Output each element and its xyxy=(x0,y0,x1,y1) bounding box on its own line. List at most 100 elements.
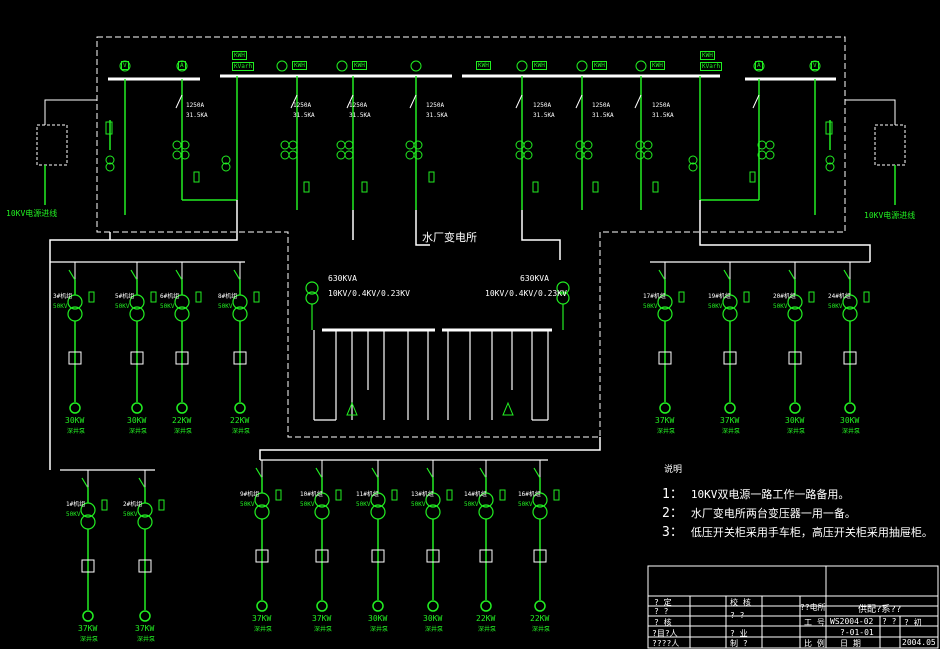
pump-group_left-0-power: 30KW xyxy=(65,416,85,425)
meter-kwh-7: KWH xyxy=(650,61,665,70)
pump-group_bottom_mid-1-symbol xyxy=(314,460,342,612)
tb-r3-b: 工 号 xyxy=(804,618,825,627)
tb-r4-b: ? 业 xyxy=(730,629,748,638)
pump-group_bottom_mid-0-kva: 50KV xyxy=(240,501,255,508)
pump-group_right-1-name: 19#机组 xyxy=(708,293,731,300)
pump-group_bottom_left-1-kva: 50KV xyxy=(123,511,138,518)
pump-group_bottom_mid-4-power: 22KW xyxy=(476,614,496,623)
breaker-2-break: 31.5KA xyxy=(293,112,315,119)
pump-group_left-2-power: 22KW xyxy=(172,416,192,425)
pump-group_bottom_mid-2-power: 30KW xyxy=(368,614,388,623)
pump-group_bottom_left-0-type: 深井泵 xyxy=(80,636,99,643)
hv-switchgear-boundary xyxy=(96,36,846,438)
pump-group_left-1-name: 5#机组 xyxy=(115,293,135,300)
outgoing-feeder-cables xyxy=(49,200,871,470)
tb-r5-c: 比 例 xyxy=(804,639,825,648)
meter-v-left: V xyxy=(121,61,129,70)
breaker-4-current: 1250A xyxy=(426,102,445,109)
meter-kwh-3: KWH xyxy=(352,61,367,70)
tb-r5-d: 日 期 xyxy=(840,639,861,648)
pump-group_bottom_mid-5-power: 22KW xyxy=(530,614,550,623)
pump-group_bottom_mid-3-symbol xyxy=(425,460,453,612)
pump-group_bottom_mid-1-name: 10#机组 xyxy=(300,491,323,498)
pump-group_left-0-type: 深井泵 xyxy=(67,428,86,435)
pump-group_right-3-kva: 50KV xyxy=(828,303,843,310)
notes-title: 说明 xyxy=(664,465,683,475)
meter-kvarh-2: KVarh xyxy=(700,62,723,71)
breaker-2-current: 1250A xyxy=(293,102,312,109)
hv-breakers xyxy=(175,94,760,109)
meter-kwh-5: KWH xyxy=(532,61,547,70)
note-2: 2： 水厂变电所两台变压器一用一备。 xyxy=(662,502,856,521)
pump-group_bottom_mid-5-type: 深井泵 xyxy=(532,626,551,633)
pump-group_left-3-kva: 50KV xyxy=(218,303,233,310)
meter-a-right: A xyxy=(755,61,763,70)
pump-group_right-0-kva: 50KV xyxy=(643,303,658,310)
tb-r3-e: ? 初 xyxy=(904,618,922,627)
incoming-lines xyxy=(36,99,906,166)
tb-r3-d: ? ? xyxy=(882,617,897,626)
pump-group_bottom_left-1-symbol xyxy=(137,470,165,622)
tb-r5-e: 2004.05 xyxy=(902,638,936,647)
pump-group_bottom_mid-4-type: 深井泵 xyxy=(478,626,497,633)
breaker-3-break: 31.5KA xyxy=(349,112,371,119)
tb-r5-b: 制 ? xyxy=(730,639,748,648)
meter-kwh-2: KWH xyxy=(292,61,307,70)
pump-group_bottom_mid-4-symbol xyxy=(478,460,506,612)
hv-busbars xyxy=(108,74,836,81)
pump-group_bottom_left-0-symbol xyxy=(80,470,108,622)
pump-group_bottom_mid-0-symbol xyxy=(254,460,282,612)
pump-group_bottom_left-0-power: 37KW xyxy=(78,624,98,633)
pump-group_right-1-symbol xyxy=(722,262,750,414)
lv-transformers xyxy=(305,281,570,330)
lv-feeders xyxy=(313,330,549,421)
pump-group_bottom_mid-0-type: 深井泵 xyxy=(254,626,273,633)
pump-group_bottom_mid-5-name: 16#机组 xyxy=(518,491,541,498)
transformer-2-rating: 630KVA xyxy=(520,274,549,283)
pump-group_left-2-kva: 50KV xyxy=(160,303,175,310)
pump-group_bottom_mid-3-kva: 50KV xyxy=(411,501,426,508)
substation-title: 水厂变电所 xyxy=(422,231,477,244)
pump-group_bottom_mid-5-kva: 50KV xyxy=(518,501,533,508)
pump-group_right-3-name: 24#机组 xyxy=(828,293,851,300)
tb-r4-c: ?-01-01 xyxy=(840,628,874,637)
transformer-2-voltage: 10KV/0.4KV/0.23KV xyxy=(485,289,567,298)
pump-group_bottom_mid-3-power: 30KW xyxy=(423,614,443,623)
note-1-num: 1： xyxy=(662,487,683,502)
meter-a-left: A xyxy=(178,61,186,70)
note-2-num: 2： xyxy=(662,506,683,521)
lv-capacitor-banks xyxy=(346,401,514,416)
pump-group_right-0-power: 37KW xyxy=(655,416,675,425)
incoming-line-label-right: 10KV电源进线 xyxy=(864,211,916,220)
pump-group_left-0-name: 3#机组 xyxy=(53,293,73,300)
tb-drawing-title: 供配?系?? xyxy=(858,605,902,615)
breaker-4-break: 31.5KA xyxy=(426,112,448,119)
tb-r4-a: ?目?人 xyxy=(652,629,678,638)
pump-group_bottom_mid-1-type: 深井泵 xyxy=(314,626,333,633)
pump-group_left-2-symbol xyxy=(174,262,202,414)
transformer-1-voltage: 10KV/0.4KV/0.23KV xyxy=(328,289,410,298)
meter-kvarh-1: KVarh xyxy=(232,62,255,71)
pump-group_left-1-power: 30KW xyxy=(127,416,147,425)
hv-ct-symbols xyxy=(105,121,835,193)
note-3-num: 3： xyxy=(662,525,683,540)
pump-group_bottom_mid-1-kva: 50KV xyxy=(300,501,315,508)
pump-group_right-2-type: 深井泵 xyxy=(787,428,806,435)
note-2-text: 水厂变电所两台变压器一用一备。 xyxy=(690,507,856,520)
pump-group_left-1-type: 深井泵 xyxy=(129,428,148,435)
breaker-5-break: 31.5KA xyxy=(533,112,555,119)
pump-group_bottom_left-1-type: 深井泵 xyxy=(137,636,156,643)
breaker-6-current: 1250A xyxy=(592,102,611,109)
pump-group_left-3-symbol xyxy=(232,262,260,414)
incoming-line-label-left: 10KV电源进线 xyxy=(6,209,58,218)
pump-group_bottom_mid-2-type: 深井泵 xyxy=(370,626,389,633)
pump-group_left-1-kva: 50KV xyxy=(115,303,130,310)
pump-group_bottom_mid-1-power: 37KW xyxy=(312,614,332,623)
breaker-1-current: 1250A xyxy=(186,102,205,109)
pump-group_left-3-power: 22KW xyxy=(230,416,250,425)
pump-group_right-3-symbol xyxy=(842,262,870,414)
breaker-1-break: 31.5KA xyxy=(186,112,208,119)
breaker-5-current: 1250A xyxy=(533,102,552,109)
tb-r2-a: ? ? xyxy=(654,607,669,616)
pump-group_bottom_mid-2-symbol xyxy=(370,460,398,612)
